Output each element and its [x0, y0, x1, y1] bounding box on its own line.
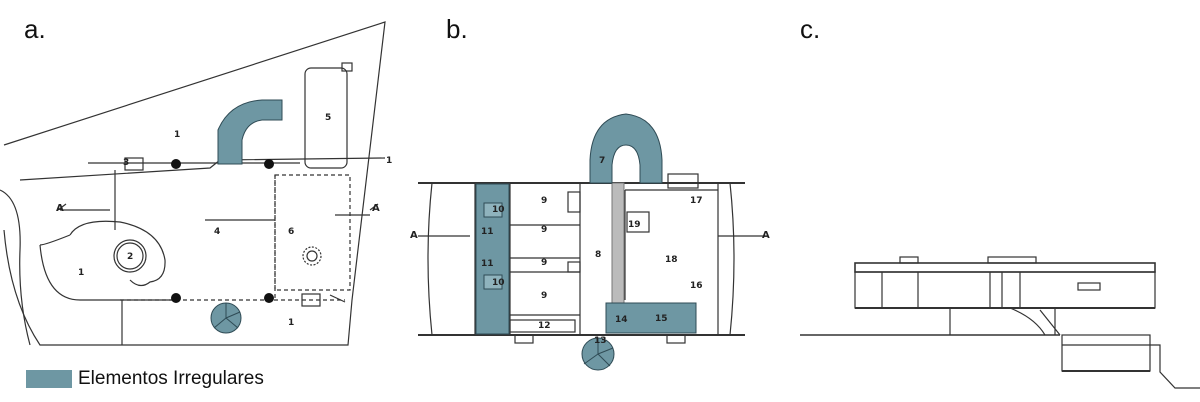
plan-a-columns: [171, 159, 274, 303]
room-number: 9: [541, 225, 547, 235]
bath-fixture: [483, 274, 503, 290]
plan-a-boundary: [3, 21, 386, 346]
room-number: 11: [481, 227, 494, 237]
room-number: 12: [538, 321, 551, 331]
room-number: 1: [78, 268, 84, 278]
room-number: 10: [492, 278, 505, 288]
room-number: 10: [492, 205, 505, 215]
panel-c-label: c.: [800, 14, 821, 44]
room-number: 9: [541, 291, 547, 301]
section-c: [800, 256, 1200, 389]
room-number: 3: [123, 158, 129, 168]
bath-fixture: [483, 202, 503, 218]
room-number: 16: [690, 281, 703, 291]
legend-label: Elementos Irregulares: [78, 368, 264, 389]
room-number: 9: [541, 258, 547, 268]
panel-a-label: a.: [24, 14, 46, 44]
plan-a-irregular-elements: [210, 99, 283, 334]
room-number: 9: [541, 196, 547, 206]
room-number: 8: [595, 250, 601, 260]
section-marker: A: [372, 203, 380, 214]
room-number: 11: [481, 259, 494, 269]
room-number: 7: [599, 156, 605, 166]
room-number: 13: [594, 336, 607, 346]
room-number: 1: [386, 156, 392, 166]
section-marker: A: [410, 230, 418, 241]
plan-b-irregular-elements: [475, 113, 697, 371]
plan-b-room-numbers: 7 8 9 9 9 9 10 10 11 11 12 13 14 15 16 1…: [410, 156, 770, 346]
plan-b-stair-band: [611, 182, 625, 304]
panel-b-label: b.: [446, 14, 468, 44]
legend-swatch: [26, 370, 72, 388]
plan-a: [0, 21, 386, 346]
room-number: 4: [214, 227, 220, 237]
plan-a-room-numbers: 1 1 1 1 2 3 4 5 6 A A: [56, 113, 392, 328]
room-number: 1: [288, 318, 294, 328]
room-number: 15: [655, 314, 668, 324]
legend: Elementos Irregulares: [26, 368, 264, 390]
room-number: 2: [127, 252, 133, 262]
room-number: 5: [325, 113, 331, 123]
room-number: 1: [174, 130, 180, 140]
plan-a-left-curve: [0, 189, 31, 346]
kitchen-block: [605, 302, 697, 334]
plan-b: [418, 173, 768, 344]
room-number: 6: [288, 227, 294, 237]
room-number: 19: [628, 220, 641, 230]
ramp-a-shape: [217, 99, 283, 165]
room-number: 18: [665, 255, 678, 265]
room-number: 17: [690, 196, 703, 206]
room-number: 14: [615, 315, 628, 325]
section-marker: A: [56, 203, 64, 214]
section-marker: A: [762, 230, 770, 241]
ramp-b-shape: [589, 113, 663, 184]
